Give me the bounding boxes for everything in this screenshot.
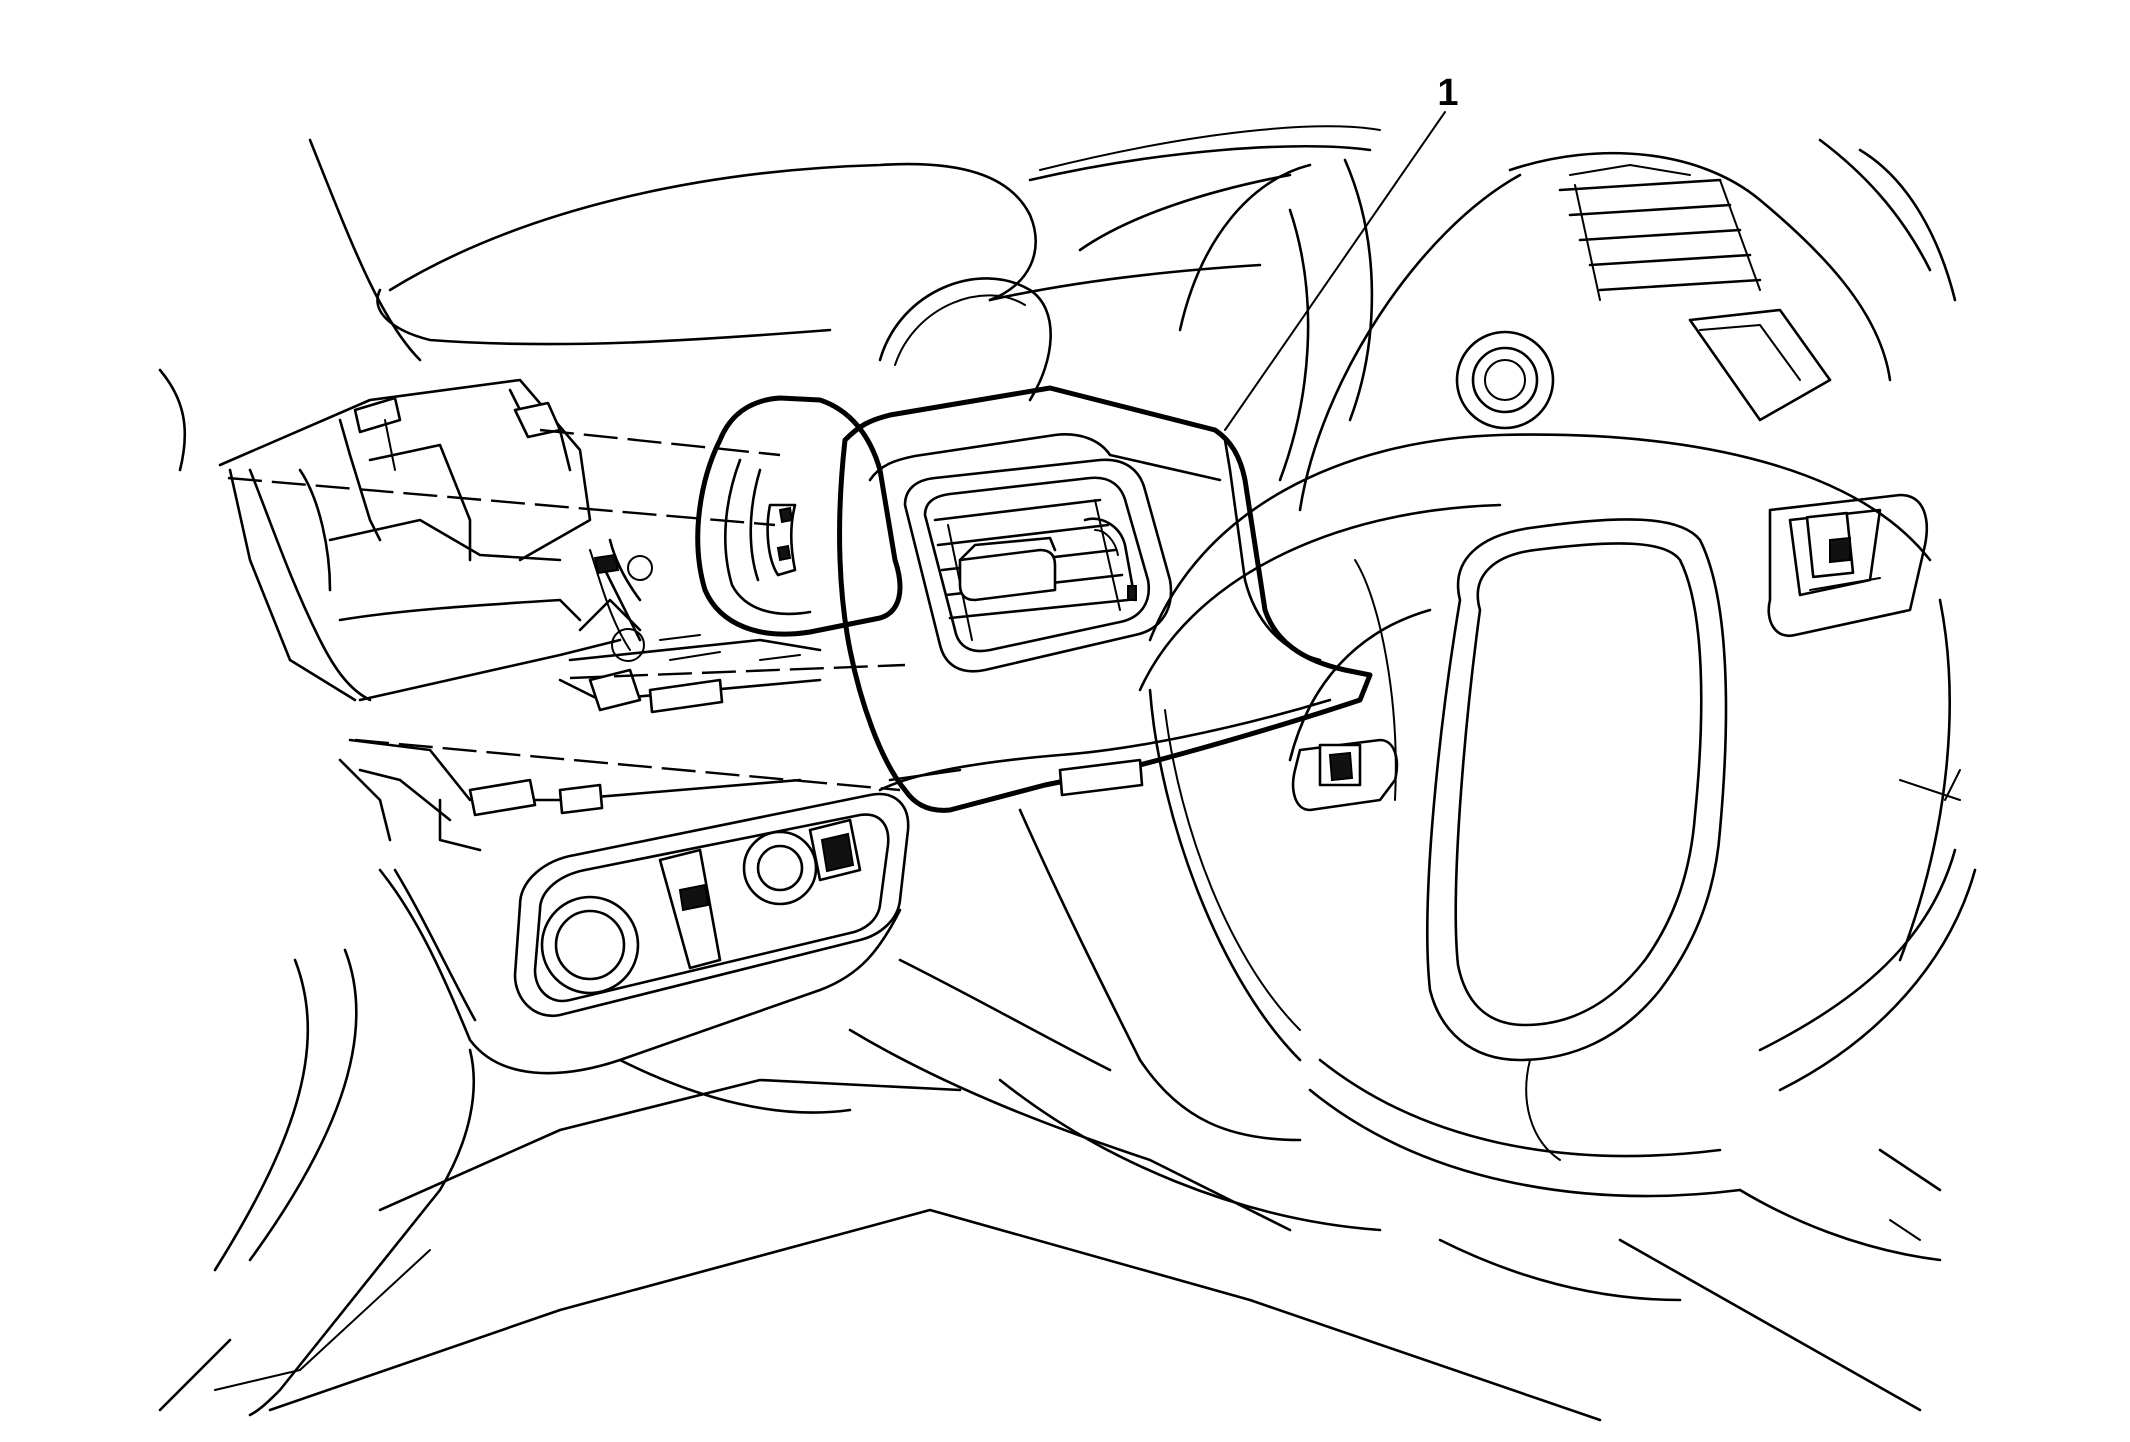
steering-column-shroud: [998, 808, 1942, 1262]
callout-1: 1: [1224, 72, 1459, 431]
steering-wheel: [1138, 433, 1977, 1198]
instrument-cluster-hood: [376, 125, 1381, 346]
dash-cavity: [218, 378, 822, 852]
gauge-openings: [878, 158, 1374, 482]
callout-1-leader: [1224, 111, 1446, 431]
floor-lines: [1438, 769, 1961, 1412]
steering-wheel-controls-right: [1767, 493, 1929, 638]
headlamp-switch-bezel: [513, 792, 910, 1018]
knee-bolster-panel: [214, 868, 1602, 1422]
left-pillar-edge: [158, 138, 422, 1412]
installation-guide-lines: [227, 428, 906, 792]
callout-1-label: 1: [1437, 72, 1458, 114]
steering-wheel-controls-left: [1291, 738, 1399, 812]
instrument-panel-outer-trim-panel-air-outlet: [695, 385, 1373, 813]
center-vent-area: [1298, 138, 1957, 512]
